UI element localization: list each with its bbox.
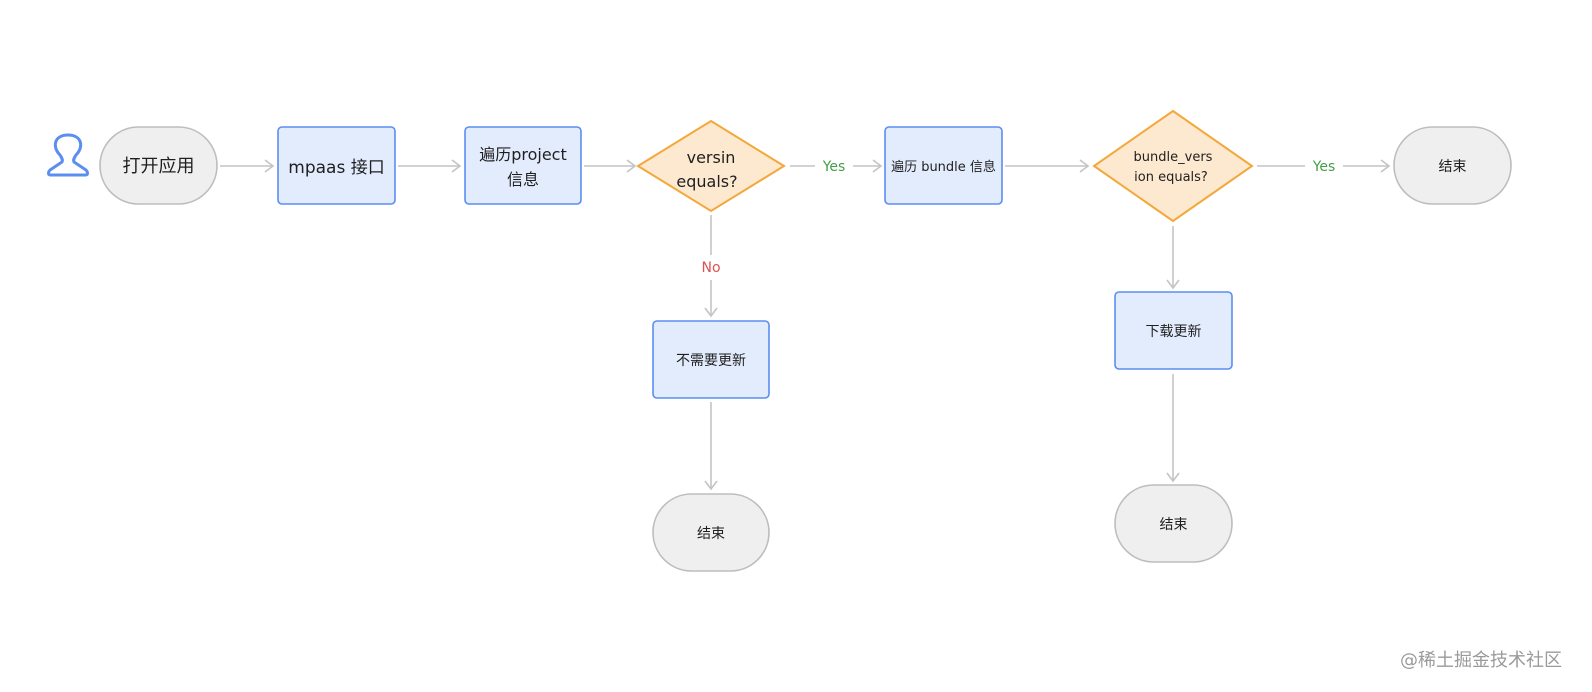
arrowhead — [872, 159, 883, 173]
node-label: 打开应用 — [123, 156, 195, 177]
arrowhead — [451, 159, 462, 173]
arrowhead — [704, 480, 718, 491]
terminal-shape — [99, 126, 218, 205]
terminal-shape — [652, 493, 770, 572]
node-end-right[interactable]: 结束 — [1114, 484, 1233, 563]
node-label: mpaas 接口 — [288, 158, 384, 178]
node-traverse-bundle[interactable]: 遍历 bundle 信息 — [884, 126, 1003, 205]
node-label: 下载更新 — [1146, 324, 1202, 340]
node-label-line2: 信息 — [507, 170, 539, 189]
node-label: 结束 — [1160, 517, 1188, 533]
node-label-line2: equals? — [676, 172, 737, 191]
node-traverse-project[interactable]: 遍历project 信息 — [464, 126, 582, 205]
process-shape — [884, 126, 1003, 205]
process-shape — [1114, 291, 1233, 370]
watermark: @稀土掘金技术社区 — [1400, 650, 1562, 671]
process-shape — [464, 126, 582, 205]
decision-shape — [1092, 109, 1254, 223]
node-label: 结束 — [697, 526, 725, 542]
node-start[interactable]: 打开应用 — [99, 126, 218, 205]
node-end-mid[interactable]: 结束 — [652, 493, 770, 572]
node-label: 不需要更新 — [676, 353, 746, 369]
edge-label-no: No — [701, 260, 720, 276]
user-icon — [47, 133, 89, 177]
arrowhead — [704, 307, 718, 318]
node-mpaas[interactable]: mpaas 接口 — [277, 126, 396, 205]
terminal-shape — [1114, 484, 1233, 563]
arrowhead — [1079, 159, 1090, 173]
arrowhead — [1166, 279, 1180, 290]
process-shape — [652, 320, 770, 399]
node-bundle-check[interactable]: bundle_vers ion equals? — [1092, 109, 1254, 223]
terminal-shape — [1393, 126, 1512, 205]
edges — [220, 159, 1391, 491]
process-shape — [277, 126, 396, 205]
node-label: 遍历 bundle 信息 — [891, 159, 996, 175]
node-label-line1: bundle_vers — [1134, 150, 1213, 165]
node-end-top[interactable]: 结束 — [1393, 126, 1512, 205]
arrowhead — [626, 159, 637, 173]
node-label-line1: versin — [687, 148, 736, 167]
arrowhead — [264, 159, 275, 173]
edge-label-yes: Yes — [1312, 159, 1336, 175]
decision-shape — [636, 119, 786, 213]
arrowhead — [1380, 159, 1391, 173]
arrowhead — [1166, 472, 1180, 483]
node-label-line1: 遍历project — [479, 145, 567, 164]
node-no-update[interactable]: 不需要更新 — [652, 320, 770, 399]
edge-label-yes: Yes — [822, 159, 846, 175]
node-download[interactable]: 下载更新 — [1114, 291, 1233, 370]
node-label: 结束 — [1439, 159, 1467, 175]
node-label-line2: ion equals? — [1134, 170, 1208, 185]
node-version-check[interactable]: versin equals? — [636, 119, 786, 213]
